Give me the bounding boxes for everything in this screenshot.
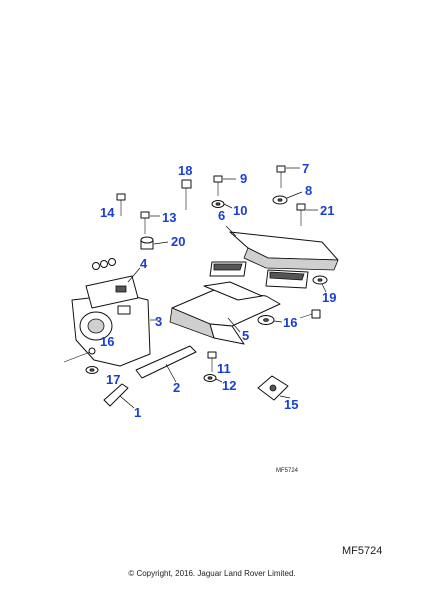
part-5-tray-bracket bbox=[169, 281, 281, 345]
screw-13 bbox=[140, 211, 160, 234]
diagram-code-small: MF5724 bbox=[276, 468, 299, 474]
screw-left bbox=[63, 347, 96, 363]
callout-21: 21 bbox=[320, 203, 334, 218]
part-3-side-panel bbox=[71, 293, 158, 367]
screw-18 bbox=[181, 179, 192, 210]
spacer-20 bbox=[140, 236, 169, 250]
screw-7 bbox=[276, 165, 300, 188]
screw-9 bbox=[213, 175, 236, 196]
washer-8 bbox=[272, 191, 303, 205]
callout-20: 20 bbox=[171, 234, 185, 249]
screw-lower-right bbox=[299, 309, 321, 319]
callout-5: 5 bbox=[242, 328, 249, 343]
callout-19: 19 bbox=[322, 290, 336, 305]
callout-1: 1 bbox=[134, 405, 141, 420]
callout-11: 11 bbox=[217, 361, 231, 376]
callout-7: 7 bbox=[302, 161, 309, 176]
part-1-small-bracket bbox=[103, 383, 135, 409]
callout-14: 14 bbox=[100, 205, 115, 220]
callout-2: 2 bbox=[173, 380, 180, 395]
screw-21 bbox=[296, 203, 318, 226]
callout-17: 17 bbox=[106, 372, 120, 387]
callout-15: 15 bbox=[284, 397, 298, 412]
washer-16-right bbox=[257, 315, 283, 325]
washer-19 bbox=[312, 275, 328, 293]
diagram-code: MF5724 bbox=[342, 545, 383, 557]
callout-6: 6 bbox=[218, 208, 225, 223]
callout-16-right: 16 bbox=[283, 315, 297, 330]
part-2-strip bbox=[135, 345, 197, 383]
part-6-upper-bracket bbox=[209, 225, 339, 289]
part-4-plate bbox=[85, 258, 141, 309]
callout-4: 4 bbox=[140, 256, 148, 271]
callout-12: 12 bbox=[222, 378, 236, 393]
washer-12 bbox=[203, 374, 223, 383]
callout-9: 9 bbox=[240, 171, 247, 186]
washer-17 bbox=[85, 366, 99, 374]
callout-18: 18 bbox=[178, 163, 192, 178]
callout-16-left: 16 bbox=[100, 334, 114, 349]
washer-10 bbox=[211, 200, 233, 209]
part-15-clip-nut bbox=[257, 375, 291, 401]
callout-13: 13 bbox=[162, 210, 176, 225]
callout-8: 8 bbox=[305, 183, 312, 198]
callout-3: 3 bbox=[155, 314, 162, 329]
copyright-notice: © Copyright, 2016. Jaguar Land Rover Lim… bbox=[128, 569, 296, 578]
callout-10: 10 bbox=[233, 203, 247, 218]
screw-11 bbox=[207, 351, 217, 372]
screw-14 bbox=[116, 193, 126, 216]
